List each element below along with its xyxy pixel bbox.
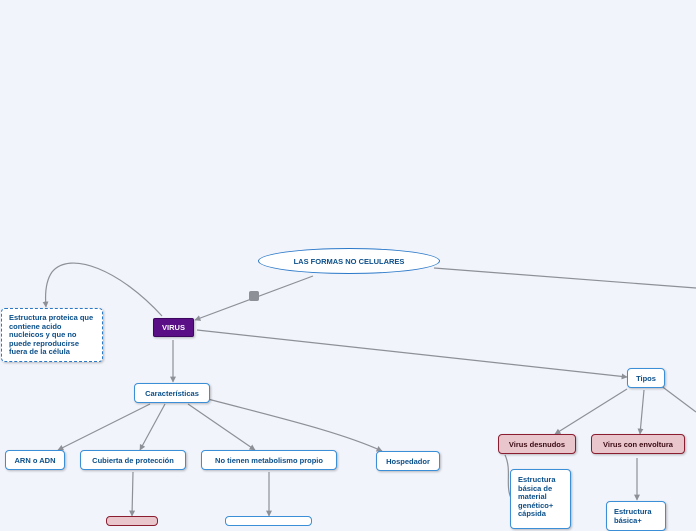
link-caracteristicas-arn xyxy=(57,403,151,451)
link-cubierta-child xyxy=(129,471,136,517)
metabolismo-child-node[interactable] xyxy=(225,516,312,526)
estructura-desnudos-label: Estructura básica de material genético+ … xyxy=(518,475,556,519)
virus-desnudos-node[interactable]: Virus desnudos xyxy=(498,434,576,454)
cubierta-child-node[interactable] xyxy=(106,516,158,526)
estructura-envoltura-node[interactable]: Estructura básica+ xyxy=(606,501,666,531)
cubierta-label: Cubierta de protección xyxy=(92,455,174,465)
cubierta-node[interactable]: Cubierta de protección xyxy=(80,450,186,470)
link-tipos-offscreen xyxy=(659,384,696,413)
link-virus-tipos xyxy=(196,329,628,380)
metabolismo-node[interactable]: No tienen metabolismo propio xyxy=(201,450,337,470)
link-tipos-desnudos xyxy=(554,388,628,435)
caracteristicas-label: Características xyxy=(145,388,199,398)
link-root-offscreen xyxy=(433,267,696,289)
caracteristicas-node[interactable]: Características xyxy=(134,383,210,403)
virus-node[interactable]: VIRUS xyxy=(153,318,194,337)
arn-adn-node[interactable]: ARN o ADN xyxy=(5,450,65,470)
virus-node-label: VIRUS xyxy=(162,323,185,332)
connector-drag-handle[interactable] xyxy=(249,291,259,301)
link-caracteristicas-cubierta xyxy=(139,403,166,451)
tipos-node[interactable]: Tipos xyxy=(627,368,665,388)
virus-description-node[interactable]: Estructura proteica que contiene acido n… xyxy=(1,308,103,362)
estructura-desnudos-node[interactable]: Estructura básica de material genético+ … xyxy=(510,469,571,529)
link-caracteristicas-metabolismo xyxy=(187,403,256,451)
estructura-envoltura-label: Estructura básica+ xyxy=(614,507,652,525)
link-caracteristicas-hospedador xyxy=(207,398,383,452)
virus-envoltura-label: Virus con envoltura xyxy=(603,439,673,449)
virus-description-label: Estructura proteica que contiene acido n… xyxy=(9,313,94,357)
metabolismo-label: No tienen metabolismo propio xyxy=(215,455,323,465)
virus-desnudos-label: Virus desnudos xyxy=(508,439,566,449)
virus-envoltura-node[interactable]: Virus con envoltura xyxy=(591,434,685,454)
hospedador-label: Hospedador xyxy=(386,456,430,466)
root-node-label: LAS FORMAS NO CELULARES xyxy=(293,256,405,266)
root-node[interactable]: LAS FORMAS NO CELULARES xyxy=(258,248,440,274)
link-tipos-envoltura xyxy=(637,389,645,435)
tipos-label: Tipos xyxy=(636,373,656,383)
hospedador-node[interactable]: Hospedador xyxy=(376,451,440,471)
arn-adn-label: ARN o ADN xyxy=(14,455,56,465)
